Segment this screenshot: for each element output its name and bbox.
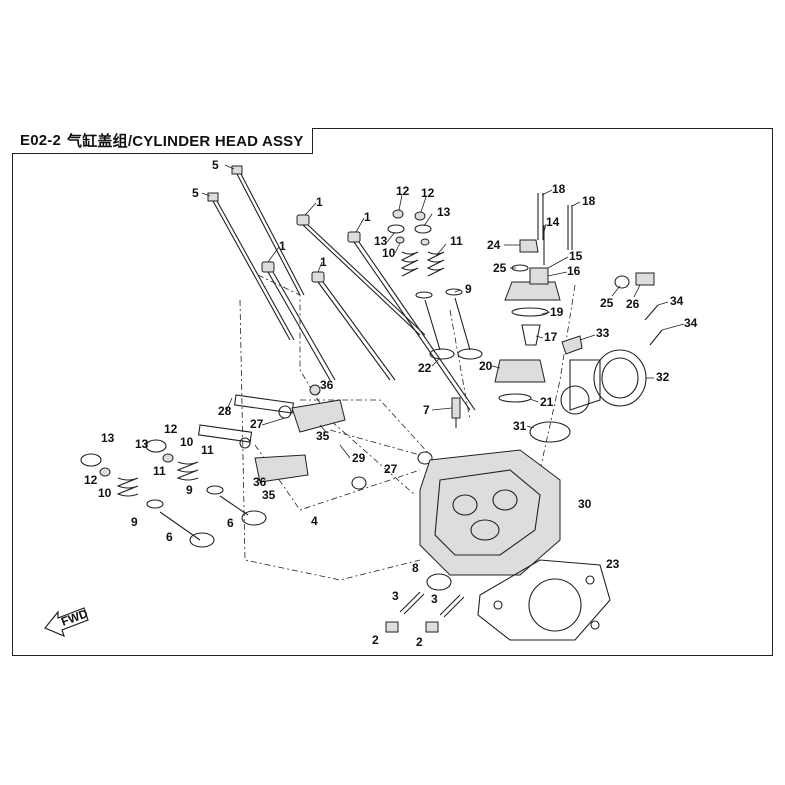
- callout-28: 28: [218, 404, 232, 418]
- assembly-dash-lines: [239, 274, 576, 581]
- callout-8: 8: [412, 561, 419, 575]
- callout-7: 7: [423, 403, 430, 417]
- diagram-title: 气缸盖组/CYLINDER HEAD ASSY: [67, 133, 304, 150]
- callout-32: 32: [656, 370, 670, 384]
- callout-1: 1: [320, 255, 327, 269]
- callout-23: 23: [606, 557, 620, 571]
- callout-labels: 5 5 1 1 1 1 12 12 13 13 10 11 9 22 7 18 …: [84, 158, 698, 649]
- spark-plug-7: [451, 397, 461, 428]
- callout-2: 2: [372, 633, 379, 647]
- callout-11: 11: [153, 464, 166, 478]
- callout-2: 2: [416, 635, 423, 649]
- upper-valve-train: [387, 209, 483, 428]
- callout-3: 3: [431, 592, 438, 606]
- callout-18: 18: [582, 194, 596, 208]
- callout-35: 35: [262, 488, 276, 502]
- callout-22: 22: [418, 361, 432, 375]
- callout-11: 11: [450, 234, 463, 248]
- rocker-shaft-28: [197, 394, 295, 443]
- callout-33: 33: [596, 326, 610, 340]
- callout-12: 12: [421, 186, 435, 200]
- callout-12: 12: [84, 473, 98, 487]
- bolt-5-b: [207, 192, 295, 341]
- callout-35: 35: [316, 429, 330, 443]
- callout-9: 9: [465, 282, 472, 296]
- lower-valve-train: [80, 439, 267, 548]
- diagram-title-box: E02-2 气缸盖组/CYLINDER HEAD ASSY: [12, 128, 313, 154]
- callout-19: 19: [550, 305, 564, 319]
- callout-10: 10: [382, 246, 396, 260]
- head-gasket-23: [477, 559, 611, 641]
- callout-11: 11: [201, 443, 214, 457]
- callout-36: 36: [253, 475, 267, 489]
- callout-9: 9: [186, 483, 193, 497]
- callout-16: 16: [567, 264, 581, 278]
- callout-13: 13: [101, 431, 115, 445]
- callout-34: 34: [684, 316, 698, 330]
- thermostat-assembly: [494, 193, 663, 443]
- callout-15: 15: [569, 249, 583, 263]
- callout-36: 36: [320, 378, 334, 392]
- callout-1: 1: [279, 239, 286, 253]
- callout-6: 6: [166, 530, 173, 544]
- bolt-1-d: [311, 271, 396, 381]
- callout-34: 34: [670, 294, 684, 308]
- callout-3: 3: [392, 589, 399, 603]
- callout-29: 29: [352, 451, 366, 465]
- callout-4: 4: [311, 514, 318, 528]
- intake-throttle-32: [560, 349, 647, 415]
- rocker-assembly: [197, 384, 433, 490]
- callout-25: 25: [600, 296, 614, 310]
- callout-21: 21: [540, 395, 554, 409]
- callout-18: 18: [552, 182, 566, 196]
- callout-27: 27: [250, 417, 264, 431]
- callout-27: 27: [384, 462, 398, 476]
- callout-1: 1: [364, 210, 371, 224]
- callout-13: 13: [374, 234, 388, 248]
- callout-26: 26: [626, 297, 640, 311]
- callout-13: 13: [135, 437, 149, 451]
- bolt-5-a: [231, 165, 305, 296]
- rocker-arm-lower: [254, 454, 309, 483]
- callout-6: 6: [227, 516, 234, 530]
- callout-5: 5: [212, 158, 219, 172]
- callout-10: 10: [180, 435, 194, 449]
- callout-12: 12: [164, 422, 178, 436]
- callout-leader-lines: [201, 164, 685, 459]
- callout-10: 10: [98, 486, 112, 500]
- callout-31: 31: [513, 419, 527, 433]
- forward-direction-marker: FWD: [44, 606, 90, 638]
- callout-12: 12: [396, 184, 410, 198]
- studs-and-nuts: [385, 591, 465, 633]
- callout-9: 9: [131, 515, 138, 529]
- callout-24: 24: [487, 238, 501, 252]
- bolt-1-b: [347, 231, 476, 411]
- callout-30: 30: [578, 497, 592, 511]
- callout-20: 20: [479, 359, 493, 373]
- rocker-arm-upper: [291, 384, 346, 433]
- callout-5: 5: [192, 186, 199, 200]
- callout-1: 1: [316, 195, 323, 209]
- callout-25: 25: [493, 261, 507, 275]
- cylinder-head-30: [419, 449, 561, 591]
- long-bolts: [207, 165, 476, 411]
- diagram-code: E02-2: [20, 132, 62, 149]
- callout-14: 14: [546, 215, 560, 229]
- diagram-frame: [12, 128, 773, 656]
- callout-13: 13: [437, 205, 451, 219]
- callout-17: 17: [544, 330, 558, 344]
